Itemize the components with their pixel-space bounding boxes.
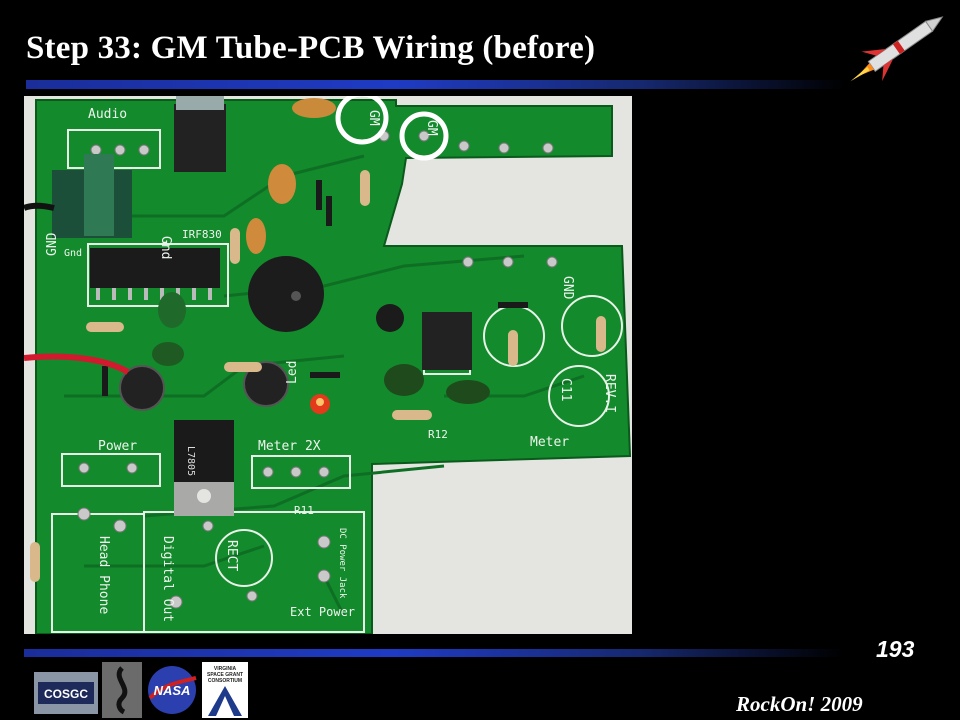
cosgc-logo: COSGC	[34, 672, 98, 714]
pcb-label-c11: C11	[558, 378, 573, 401]
pcb-label-gnd-small: Gnd	[64, 248, 82, 259]
pcb-label-regulator: L7805	[185, 446, 196, 476]
pcb-label-power: Power	[98, 439, 137, 454]
svg-text:SPACE GRANT: SPACE GRANT	[207, 672, 243, 678]
pcb-label-irf: IRF830	[182, 228, 222, 241]
pcb-label-headphone: Head Phone	[96, 536, 111, 614]
pcb-label-meter2x: Meter 2X	[258, 439, 321, 454]
pcb-photo: Audio Gnd GND Gnd IRF830 GM GM GND Led P…	[24, 96, 632, 634]
pcb-label-r11: R11	[294, 504, 314, 517]
pcb-label-digital: Digital Out	[160, 536, 175, 622]
rocket-icon	[850, 16, 944, 82]
title-underline-bar	[26, 80, 846, 89]
slide-title: Step 33: GM Tube-PCB Wiring (before)	[26, 30, 596, 66]
pcb-label-extpower: Ext Power	[290, 605, 355, 619]
svg-text:NASA: NASA	[154, 683, 191, 698]
pcb-label-rect: RECT	[224, 540, 239, 571]
gm-left-highlight-circle	[335, 96, 389, 145]
svg-text:COSGC: COSGC	[44, 687, 88, 701]
pcb-label-audio: Audio	[88, 107, 127, 122]
svg-text:VIRGINIA: VIRGINIA	[214, 666, 237, 672]
pcb-label-rev: REV.I	[602, 374, 617, 413]
gm-right-highlight-circle	[399, 111, 449, 161]
pcb-label-gnd-left: GND	[45, 232, 60, 256]
page-number: 193	[876, 636, 915, 662]
pcb-label-led: Led	[285, 361, 300, 384]
pcb-label-r12: R12	[428, 428, 448, 441]
vsgc-logo: VIRGINIA SPACE GRANT CONSORTIUM	[202, 662, 248, 718]
pcb-label-gm-right: GM	[424, 120, 439, 136]
footer-divider-bar	[24, 649, 844, 657]
nasa-meatball-logo: NASA	[148, 666, 197, 714]
footer-credit: RockOn! 2009	[736, 692, 863, 716]
svg-text:CONSORTIUM: CONSORTIUM	[208, 678, 242, 684]
pcb-label-gm-left: GM	[366, 110, 381, 126]
pcb-label-gnd-top: Gnd	[158, 236, 173, 259]
nasa-seal-icon	[102, 662, 142, 718]
pcb-label-meter: Meter	[530, 435, 569, 450]
pcb-label-gnd-right: GND	[560, 276, 575, 300]
pcb-label-dcjack: DC Power Jack	[337, 528, 347, 599]
